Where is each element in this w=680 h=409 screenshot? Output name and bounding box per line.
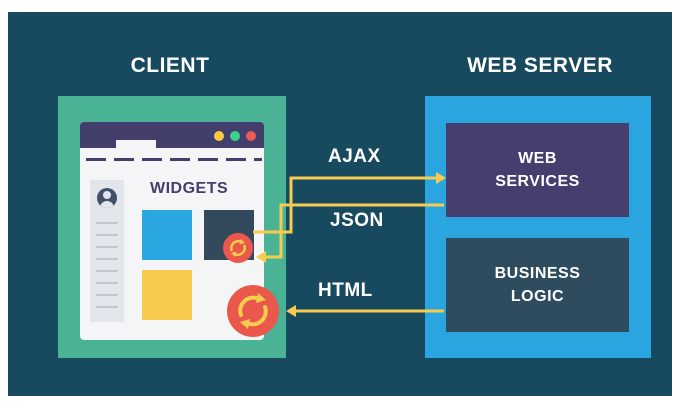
business-logic-label-line2: LOGIC — [510, 288, 565, 305]
client-title: CLIENT — [130, 54, 210, 77]
widgets-label: WIDGETS — [150, 180, 229, 197]
html-label: HTML — [318, 280, 373, 301]
web-server-title: WEB SERVER — [467, 54, 613, 77]
sidebar-line — [96, 270, 118, 272]
browser-sidebar — [90, 180, 124, 322]
window-dot-red — [246, 131, 256, 141]
sync-icon — [223, 233, 253, 263]
json-arrowhead — [256, 251, 266, 263]
sidebar-line — [96, 306, 118, 308]
html-arrowhead — [286, 305, 296, 317]
widget-yellow — [142, 270, 192, 320]
widget-blue — [142, 210, 192, 260]
user-avatar-icon — [97, 188, 117, 208]
ajax-label: AJAX — [328, 146, 381, 167]
json-arrow — [262, 203, 444, 259]
business-logic-label-line1: BUSINESS — [494, 265, 581, 282]
json-label: JSON — [330, 210, 384, 231]
web-services-box: WEB SERVICES — [446, 123, 629, 217]
ajax-arrowhead — [436, 172, 446, 184]
browser-titlebar — [80, 122, 264, 148]
sidebar-line — [96, 234, 118, 236]
browser-nav-dashes — [86, 158, 262, 161]
browser-window: WIDGETS — [80, 122, 264, 340]
sidebar-line — [96, 258, 118, 260]
window-dot-yellow — [214, 131, 224, 141]
sync-icon — [227, 285, 279, 337]
window-dot-green — [230, 131, 240, 141]
sidebar-line — [96, 246, 118, 248]
sidebar-line — [96, 294, 118, 296]
web-services-label-line2: SERVICES — [495, 173, 580, 190]
web-services-label-line1: WEB — [518, 150, 557, 167]
sidebar-line — [96, 282, 118, 284]
sidebar-line — [96, 222, 118, 224]
browser-tab — [116, 140, 156, 148]
business-logic-box: BUSINESS LOGIC — [446, 238, 629, 332]
